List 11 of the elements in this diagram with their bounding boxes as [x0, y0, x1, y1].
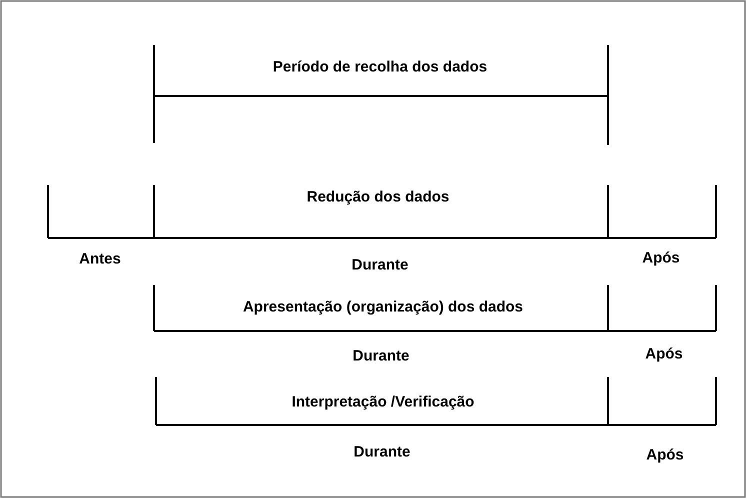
phase-label: Redução dos dados [306, 188, 450, 206]
phase-label: Durante [352, 256, 408, 274]
phase-label: Interpretação /Verificação [292, 394, 474, 410]
phase-label: Após [646, 446, 684, 464]
phase-label: Após [642, 250, 680, 266]
phase-label: Durante [352, 348, 410, 364]
phase-label: Após [645, 346, 683, 362]
phase-label: Antes [79, 250, 121, 268]
phase-label: Durante [354, 444, 410, 460]
phase-label: Período de recolha dos dados [272, 58, 488, 76]
phase-label: Apresentação (organização) dos dados [242, 298, 524, 316]
